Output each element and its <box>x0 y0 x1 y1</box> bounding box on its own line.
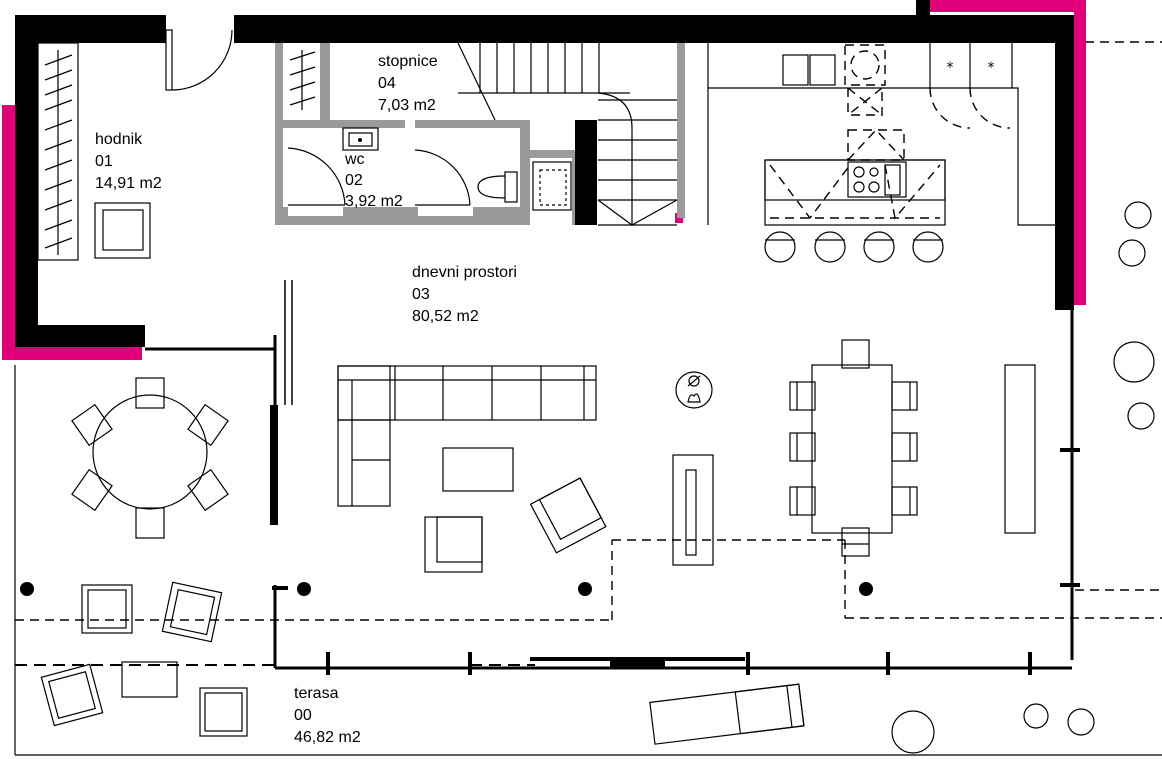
kitchen-island <box>764 128 946 226</box>
room-number: 03 <box>412 286 430 303</box>
sink-icon <box>342 127 379 151</box>
room-label-hodnik: hodnik 01 14,91 m2 <box>95 131 162 192</box>
sectional-sofa <box>337 365 597 507</box>
dining-table <box>789 339 918 557</box>
room-name: wc <box>344 151 365 168</box>
glazing-lines <box>145 280 1080 675</box>
cooktop-icon <box>847 161 907 198</box>
fireplace-icon <box>675 371 713 409</box>
kitchen-counter: * * <box>707 43 1055 226</box>
room-name: dnevni prostori <box>412 264 517 281</box>
room-number: 00 <box>294 707 312 724</box>
exterior-walls <box>15 0 1074 347</box>
partitions <box>275 43 685 225</box>
coffee-table <box>442 447 514 492</box>
room-name: terasa <box>294 685 339 702</box>
console <box>672 454 714 566</box>
room-name: hodnik <box>95 131 143 148</box>
room-area: 14,91 m2 <box>95 175 162 192</box>
columns <box>20 582 873 596</box>
hallway-wardrobe <box>37 42 79 261</box>
garden-plants <box>891 201 1155 754</box>
bar-stools <box>764 231 944 263</box>
room-area: 80,52 m2 <box>412 308 479 325</box>
storage-shelf <box>289 50 316 110</box>
room-name: stopnice <box>378 53 438 70</box>
living-armchair-1 <box>424 516 483 573</box>
terrace-chairs <box>40 581 248 737</box>
room-number: 04 <box>378 75 396 92</box>
room-area: 46,82 m2 <box>294 729 361 746</box>
room-area: 7,03 m2 <box>378 97 436 114</box>
toilet-icon <box>477 171 518 203</box>
room-label-wc: wc 02 3,92 m2 <box>344 151 403 210</box>
room-label-stopnice: stopnice 04 7,03 m2 <box>378 53 438 114</box>
svg-text:*: * <box>947 60 954 76</box>
terrace-outline <box>14 0 1162 756</box>
room-label-terasa: terasa 00 46,82 m2 <box>294 685 361 746</box>
shower-tray <box>532 161 572 211</box>
entrance-door <box>165 29 233 91</box>
living-armchair-2 <box>529 477 607 554</box>
svg-text:*: * <box>988 60 995 76</box>
round-table <box>71 377 229 539</box>
room-area: 3,92 m2 <box>345 193 403 210</box>
sun-lounger <box>649 683 805 745</box>
room-number: 02 <box>345 172 363 189</box>
hallway-armchair <box>94 202 151 259</box>
room-number: 01 <box>95 153 113 170</box>
wc-doors <box>287 147 471 206</box>
sideboard <box>1004 364 1036 534</box>
accent-walls <box>2 0 1086 360</box>
staircase <box>457 42 678 226</box>
room-label-dnevni: dnevni prostori 03 80,52 m2 <box>412 264 517 325</box>
